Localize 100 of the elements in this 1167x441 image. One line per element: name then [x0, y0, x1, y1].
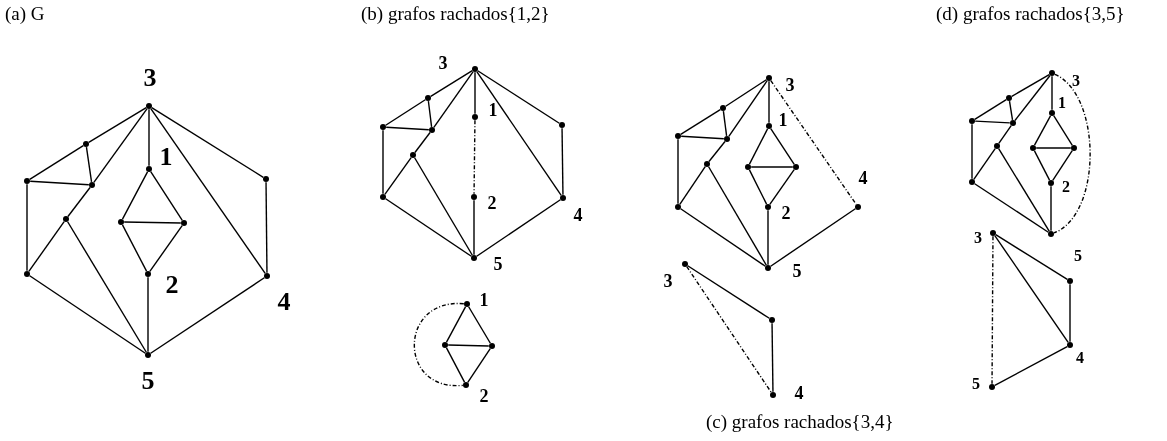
graph-edge	[427, 100, 433, 128]
graph-edge	[149, 277, 266, 354]
dashed-edge	[473, 119, 476, 195]
graph-edge	[974, 99, 1007, 120]
vertex-label: 1	[778, 111, 788, 129]
panel-title: (a) G	[5, 2, 45, 26]
graph-edge	[1008, 100, 1014, 121]
graph-edge	[722, 110, 728, 137]
graph-edge	[121, 224, 148, 272]
graph-edge	[445, 347, 466, 383]
graph-edge	[93, 107, 148, 184]
graph-edge	[67, 186, 91, 218]
graph-edge	[1035, 147, 1072, 149]
graph-edge	[679, 208, 767, 267]
graph-edge	[413, 157, 474, 256]
graph-edge	[680, 135, 725, 140]
graph-edge	[477, 70, 560, 124]
graph-edge	[385, 126, 430, 131]
graph-edge	[770, 127, 795, 166]
dashed-edge	[686, 265, 772, 394]
vertex-label: 1	[488, 101, 498, 119]
graph-edge	[561, 127, 564, 196]
graph-edge	[750, 166, 794, 168]
graph-edge	[748, 169, 768, 205]
graph-edge	[1033, 150, 1051, 181]
vertex-label: 5	[141, 368, 155, 394]
graph-edge	[994, 345, 1068, 387]
graph-edge	[971, 123, 973, 180]
graph-edge	[467, 306, 492, 344]
graph-edge	[680, 109, 721, 135]
graph-edge	[769, 208, 857, 267]
vertex-label: 1	[479, 291, 489, 309]
graph-edge	[26, 183, 28, 272]
graph-edge	[974, 120, 1011, 124]
vertex-label: 5	[1074, 248, 1082, 264]
graph-edge	[475, 199, 562, 257]
dashed-edge	[413, 303, 465, 387]
dashed-edge	[1053, 73, 1091, 234]
graph-edge	[768, 80, 770, 124]
graph-edge	[414, 131, 431, 154]
graph-edge	[1051, 75, 1053, 111]
vertex-label: 3	[1072, 73, 1080, 89]
vertex-label: 3	[143, 65, 157, 91]
graph-edge	[677, 138, 679, 205]
graph-edge	[1011, 73, 1050, 98]
graph-edge	[123, 221, 182, 224]
graph-edge	[707, 166, 768, 266]
graph-edge	[973, 183, 1050, 233]
graph-edge	[147, 276, 149, 353]
graph-edge	[995, 234, 1068, 280]
graph-edge	[385, 99, 426, 126]
vertex-label: 2	[165, 272, 179, 298]
graph-edge	[150, 107, 266, 275]
vertex-label: 3	[785, 76, 795, 94]
graph-edge	[29, 145, 84, 180]
graph-edge	[767, 209, 769, 266]
graph-edge	[728, 79, 768, 138]
graph-edge	[148, 108, 150, 167]
graph-edge	[1052, 149, 1073, 182]
graph-edge	[994, 234, 1069, 344]
dashed-edge	[770, 79, 857, 206]
vertex-label: 5	[493, 255, 503, 273]
vertex-label: 3	[438, 54, 448, 72]
panel-title: (d) grafos rachados{3,5}	[936, 2, 1125, 26]
graph-edge	[85, 146, 93, 183]
panel-title: (b) grafos rachados{1,2}	[361, 2, 550, 26]
vertex-label: 3	[974, 230, 982, 246]
graph-edge	[997, 148, 1051, 232]
graph-edge	[474, 71, 476, 115]
graph-edge	[433, 70, 474, 129]
graph-edge	[28, 275, 147, 354]
graph-edge	[687, 265, 770, 319]
graph-edge	[769, 168, 795, 206]
vertex-label: 3	[663, 272, 673, 290]
graph-edge	[384, 198, 473, 257]
graph-edge	[1033, 115, 1052, 146]
graph-edge	[149, 224, 183, 273]
vertex-label: 4	[794, 384, 804, 402]
graph-edge	[430, 70, 473, 97]
graph-edge	[1014, 74, 1051, 122]
graph-edge	[724, 79, 768, 107]
vertex-label: 4	[1076, 350, 1084, 366]
vertex-label: 1	[1058, 95, 1066, 111]
graph-edge	[447, 344, 490, 347]
graph-edge	[1053, 115, 1073, 146]
graph-edge	[28, 220, 65, 273]
vertex-label: 4	[858, 169, 868, 187]
vertex-label: 4	[277, 289, 291, 315]
graph-edge	[29, 180, 90, 186]
graph-edge	[973, 147, 996, 181]
graph-edge	[265, 181, 268, 274]
graph-edge	[150, 171, 183, 221]
graph-edge	[476, 70, 562, 197]
graph-edge	[384, 156, 412, 196]
vertex-label: 5	[972, 376, 980, 392]
panel-caption: (c) grafos rachados{3,4}	[706, 410, 894, 434]
graph-edge	[467, 347, 491, 384]
graph-edge	[121, 171, 149, 220]
graph-edge	[66, 221, 148, 353]
graph-edge	[88, 106, 147, 144]
